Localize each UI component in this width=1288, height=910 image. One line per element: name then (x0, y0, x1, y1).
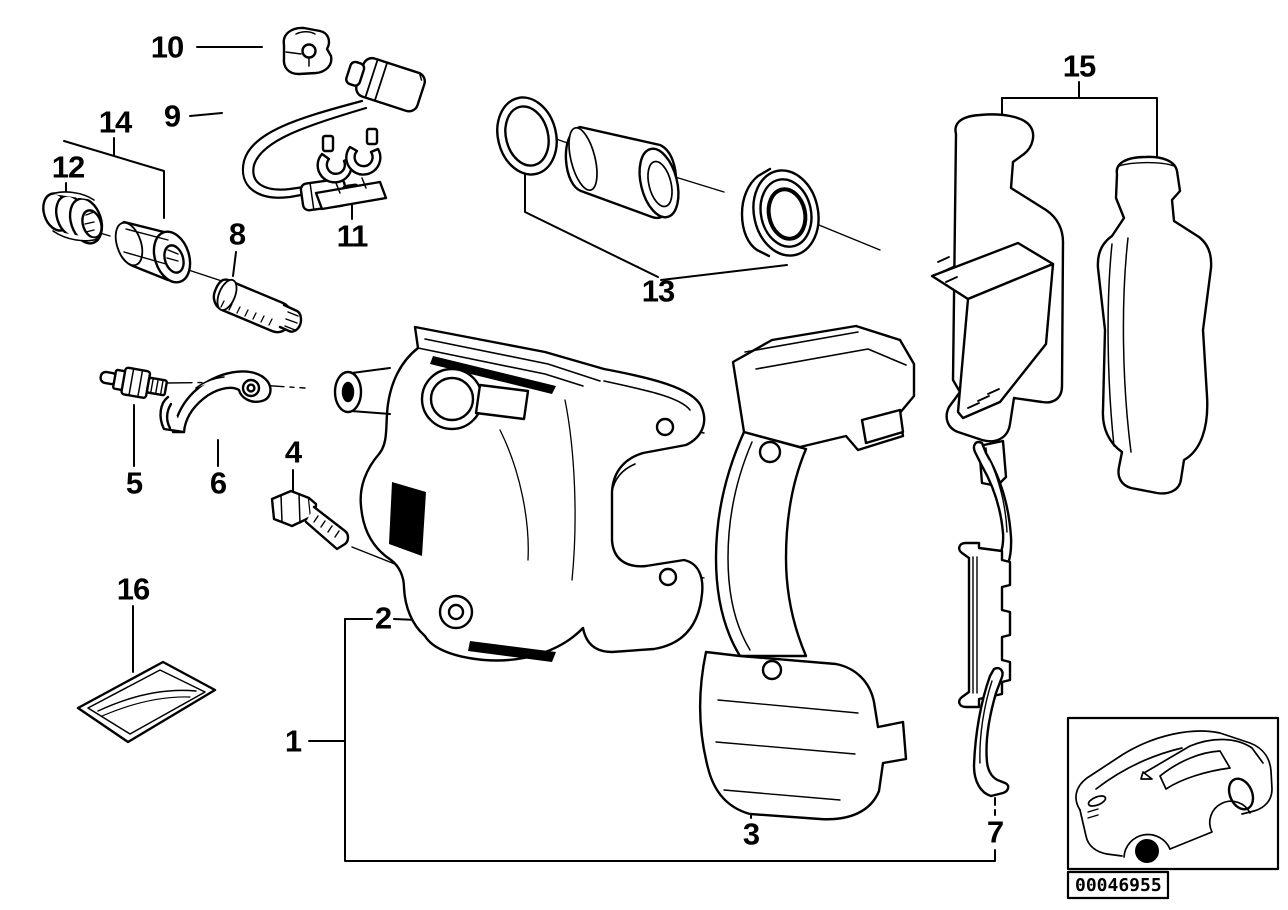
part-10-clip (282, 26, 333, 76)
car-thumbnail[interactable] (1066, 716, 1280, 900)
callout-15[interactable]: 15 (1062, 48, 1096, 84)
callout-4[interactable]: 4 (284, 434, 302, 470)
part-11-cable-clip (314, 127, 388, 211)
callout-13[interactable]: 13 (641, 273, 675, 309)
part-3-carrier (699, 324, 916, 821)
diagram-code: 00046955 (1075, 874, 1162, 896)
callout-14[interactable]: 14 (98, 104, 132, 140)
callout-9[interactable]: 9 (163, 98, 181, 134)
part-16-grease-packet (76, 660, 217, 744)
callout-10[interactable]: 10 (150, 29, 184, 65)
part-9-wear-sensor (241, 56, 426, 212)
callout-12[interactable]: 12 (51, 149, 85, 185)
part-4-bolt (270, 489, 350, 551)
callout-2[interactable]: 2 (374, 600, 392, 636)
callout-3[interactable]: 3 (742, 816, 760, 852)
part-8-guide-pin (212, 278, 303, 334)
part-5-bleeder-screw (99, 366, 168, 399)
callout-7[interactable]: 7 (986, 814, 1004, 850)
callout-6[interactable]: 6 (209, 465, 227, 501)
callout-16[interactable]: 16 (116, 571, 150, 607)
part-13-piston-kit (496, 96, 820, 258)
callout-5[interactable]: 5 (125, 465, 143, 501)
part-15-brake-pads (930, 113, 1213, 495)
callout-1[interactable]: 1 (284, 723, 302, 759)
callout-leader-lines (63, 46, 1158, 862)
callout-11[interactable]: 11 (336, 218, 369, 254)
part-14-bushing (114, 220, 192, 284)
callout-8[interactable]: 8 (228, 216, 246, 252)
part-6-clamp (159, 370, 272, 434)
part-7-retaining-springs (958, 440, 1013, 798)
part-12-plug (42, 191, 104, 245)
part-2-caliper-housing (333, 325, 706, 662)
